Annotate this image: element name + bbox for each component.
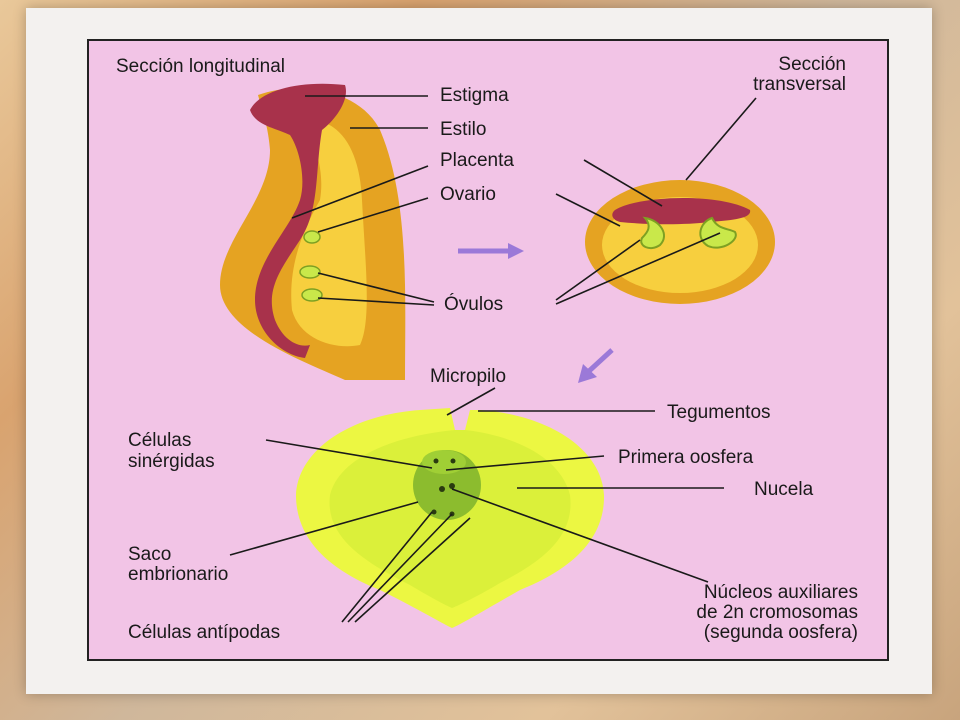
- label-antipodas: Células antípodas: [128, 622, 280, 643]
- line-ovulos-4: [555, 232, 721, 305]
- transverse-section: [585, 180, 775, 304]
- label-placenta: Placenta: [440, 150, 514, 171]
- line-ovulos-3: [555, 239, 641, 301]
- label-longitudinal: Sección longitudinal: [116, 56, 285, 77]
- line-ovulos-1: [317, 272, 435, 303]
- line-placenta-right: [583, 159, 663, 207]
- label-primera-oosfera: Primera oosfera: [618, 447, 754, 468]
- label-saco-line2: embrionario: [128, 564, 228, 585]
- line-nucleos: [451, 488, 709, 583]
- label-micropilo: Micropilo: [430, 366, 506, 387]
- line-transversal: [685, 97, 757, 181]
- polar-nucleus-1: [439, 486, 445, 492]
- label-nucela: Nucela: [754, 479, 814, 500]
- label-transversal-line1: Sección: [778, 54, 846, 75]
- label-sinergidas-line1: Células: [128, 430, 191, 451]
- label-transversal-line2: transversal: [753, 74, 846, 95]
- arrow-down-left: [578, 348, 614, 383]
- transverse-ovule-right: [699, 216, 737, 249]
- ovule-left-1: [303, 230, 321, 244]
- label-ovulos: Óvulos: [444, 293, 503, 315]
- line-ovulos-2: [317, 297, 435, 306]
- line-primera-oosfera: [445, 455, 605, 471]
- label-saco-line1: Saco: [128, 544, 171, 565]
- transverse-ovule-left: [640, 216, 665, 249]
- line-antipodas-3: [354, 517, 471, 623]
- label-nucleos-line3: (segunda oosfera): [704, 622, 858, 643]
- synergid-nucleus-2: [450, 458, 456, 464]
- label-ovario: Ovario: [440, 184, 496, 205]
- line-antipodas-2: [347, 513, 453, 623]
- label-nucleos-line1: Núcleos auxiliares: [704, 582, 858, 603]
- stigma-style-canal: [250, 83, 346, 358]
- line-saco: [229, 501, 419, 556]
- line-sinergidas: [265, 439, 433, 469]
- longitudinal-section: [220, 83, 406, 380]
- polar-nucleus-2: [449, 483, 455, 489]
- line-ovario-right: [555, 193, 621, 227]
- line-placenta: [291, 165, 429, 219]
- antipodal-nucleus-1: [431, 509, 437, 515]
- label-estilo: Estilo: [440, 119, 486, 140]
- leader-lines: [229, 95, 757, 623]
- line-ovario: [317, 197, 429, 233]
- line-antipodas-1: [341, 511, 433, 623]
- ovule-left-3: [301, 288, 323, 302]
- label-sinergidas-line2: sinérgidas: [128, 451, 215, 472]
- synergid-area: [422, 450, 466, 474]
- arrow-right: [458, 243, 524, 259]
- line-micropilo: [446, 387, 496, 416]
- label-estigma: Estigma: [440, 85, 509, 106]
- labels: Sección longitudinal Sección transversal…: [116, 54, 858, 643]
- label-tegumentos: Tegumentos: [667, 402, 771, 423]
- ovule-left-2: [299, 265, 321, 279]
- label-nucleos-line2: de 2n cromosomas: [696, 602, 858, 623]
- synergid-nucleus-1: [433, 458, 439, 464]
